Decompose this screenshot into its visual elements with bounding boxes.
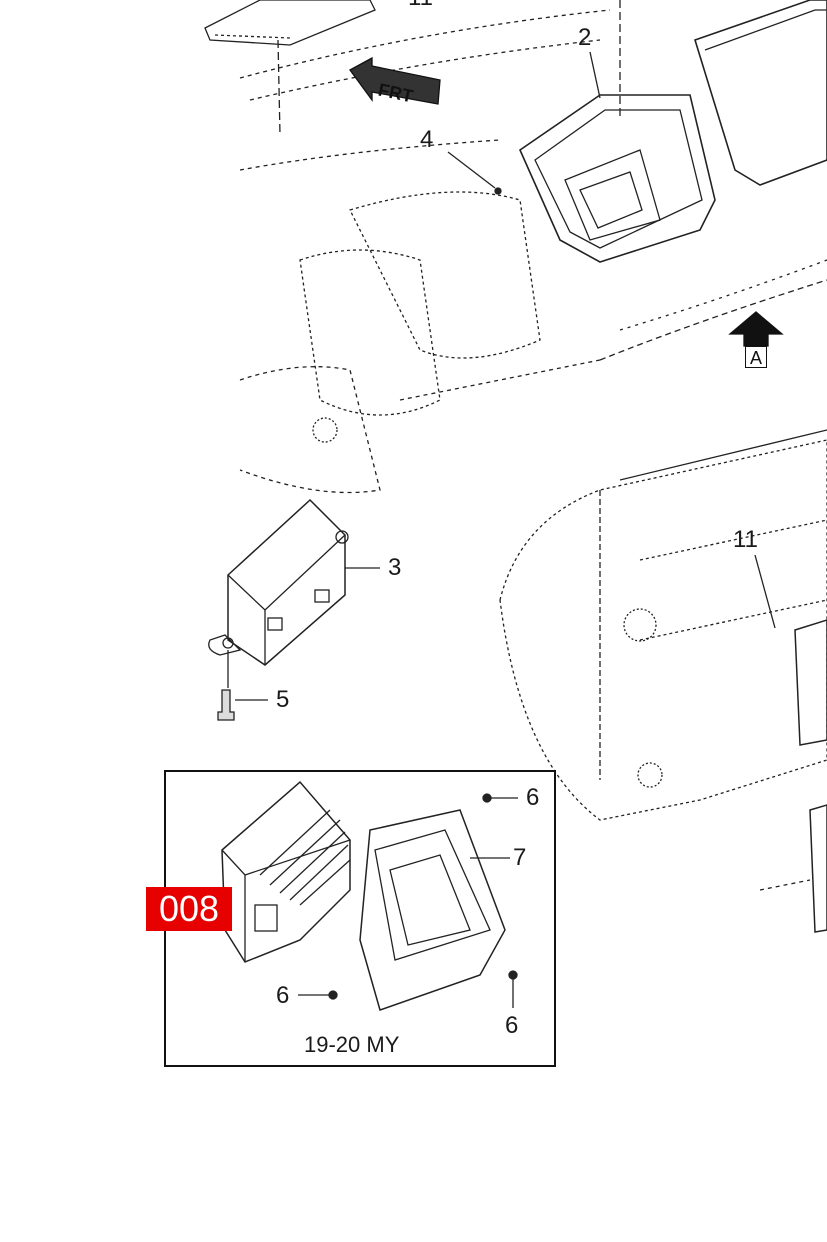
callout-6-right: 6 <box>505 1012 519 1039</box>
module-3 <box>227 498 346 666</box>
callout-5: 5 <box>276 686 290 713</box>
callout-4: 4 <box>420 126 434 153</box>
callout-6-left: 6 <box>276 982 290 1009</box>
screw-4 <box>494 187 502 195</box>
callout-3: 3 <box>388 554 402 581</box>
callout-11-right: 11 <box>733 526 758 553</box>
amplifier-module <box>221 780 351 963</box>
view-a-label: A <box>745 346 767 368</box>
front-arrow-icon <box>349 56 441 105</box>
trim-panel <box>204 0 376 46</box>
callout-2: 2 <box>578 24 592 51</box>
part-tag: 008 <box>146 887 232 931</box>
bolt-5 <box>217 689 235 721</box>
view-arrow-icon <box>728 311 784 347</box>
module-11 <box>794 619 827 746</box>
instrument-panel-frame <box>499 439 827 821</box>
display-screen <box>694 0 827 186</box>
inset-caption: 19-20 MY <box>304 1032 400 1057</box>
callout-7: 7 <box>513 844 527 871</box>
callout-11-top: 11 <box>408 0 433 10</box>
bracket-7 <box>359 809 506 1011</box>
radio-unit <box>518 94 716 263</box>
callout-6-top: 6 <box>526 784 540 811</box>
